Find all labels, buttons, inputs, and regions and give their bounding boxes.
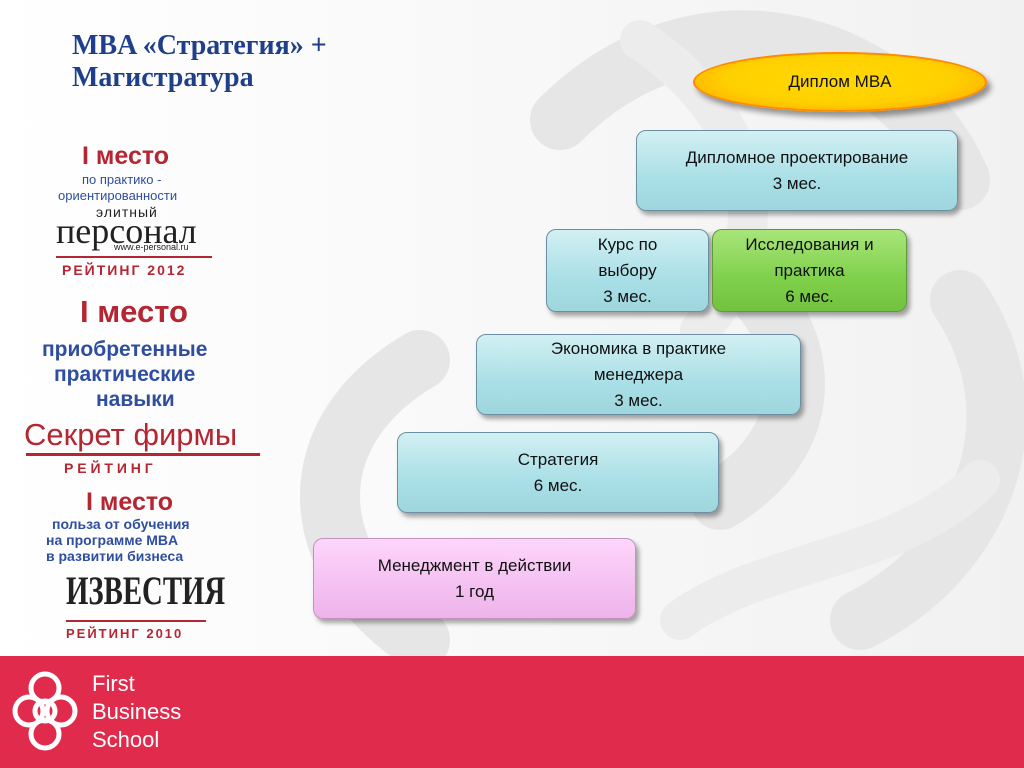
stage-title: Исследования и (745, 234, 874, 254)
stage-title: практика (774, 260, 845, 280)
badge-divider (66, 620, 206, 622)
badge-brand: Секрет фирмы (24, 417, 238, 452)
stage-elective-course: Курс по выбору 3 мес. (546, 229, 709, 312)
title-line-2: Магистратура (72, 62, 254, 93)
badge-category-line: приобретенные (42, 338, 208, 361)
badge-brand-top: элитный (96, 204, 158, 220)
badge-brand: персонал (56, 211, 197, 251)
first-business-school-knot-icon (12, 671, 78, 751)
stage-title: Стратегия (517, 449, 599, 469)
stage-title: Курс по (597, 234, 658, 254)
stage-title: выбору (598, 260, 657, 280)
stage-title: Менеджмент в действии (377, 555, 572, 575)
stage-duration: 6 мес. (785, 286, 834, 306)
badge-category-line: ориентированности (58, 188, 178, 203)
stage-duration: 1 год (454, 581, 494, 601)
badge-divider (56, 256, 212, 258)
stage-title: Дипломное проектирование (685, 147, 909, 167)
badge-rating-label: Р Е Й Т И Н Г (64, 460, 153, 476)
stage-duration: 3 мес. (772, 173, 822, 193)
school-name-line: Business (92, 699, 182, 724)
footer-bar: First Business School (0, 656, 1024, 768)
stage-title: менеджера (593, 364, 684, 384)
badge-place: I место (86, 488, 174, 516)
slide-title: MBA «Стратегия» + Магистратура (72, 30, 327, 94)
badge-website: www.e-personal.ru (114, 242, 189, 252)
badge-divider (26, 453, 260, 456)
badge-brand: ИЗВЕСТИЯ (66, 568, 226, 613)
diploma-label: Диплом MBA (788, 72, 892, 91)
stage-duration: 3 мес. (603, 286, 652, 306)
stage-duration: 6 мес. (533, 475, 583, 495)
badge-category-line: в развитии бизнеса (46, 548, 184, 564)
diploma-mba-ellipse: Диплом MBA (693, 52, 987, 112)
school-name-line: First (92, 671, 135, 696)
badge-rating-label: РЕЙТИНГ 2012 (62, 262, 187, 278)
badge-category-line: польза от обучения (52, 516, 190, 532)
school-name-line: School (92, 727, 160, 752)
badge-category-line: по практико - (82, 172, 162, 187)
stage-management-in-action: Менеджмент в действии 1 год (313, 538, 636, 619)
badge-place: I место (82, 142, 170, 170)
stage-managerial-economics: Экономика в практике менеджера 3 мес. (476, 334, 801, 415)
badge-category-line: на программе MBA (46, 532, 179, 548)
badge-category-line: навыки (96, 388, 175, 411)
badge-category-line: практические (54, 363, 196, 386)
stage-research-practice: Исследования и практика 6 мес. (712, 229, 907, 312)
stage-duration: 3 мес. (614, 390, 663, 410)
title-line-1: MBA «Стратегия» + (72, 30, 327, 61)
stage-strategy: Стратегия 6 мес. (397, 432, 719, 513)
badge-place: I место (80, 294, 188, 329)
badge-rating-label: РЕЙТИНГ 2010 (66, 626, 184, 641)
school-name: First Business School (92, 670, 181, 754)
stage-title: Экономика в практике (550, 338, 727, 358)
stage-diploma-project: Дипломное проектирование 3 мес. (636, 130, 958, 211)
